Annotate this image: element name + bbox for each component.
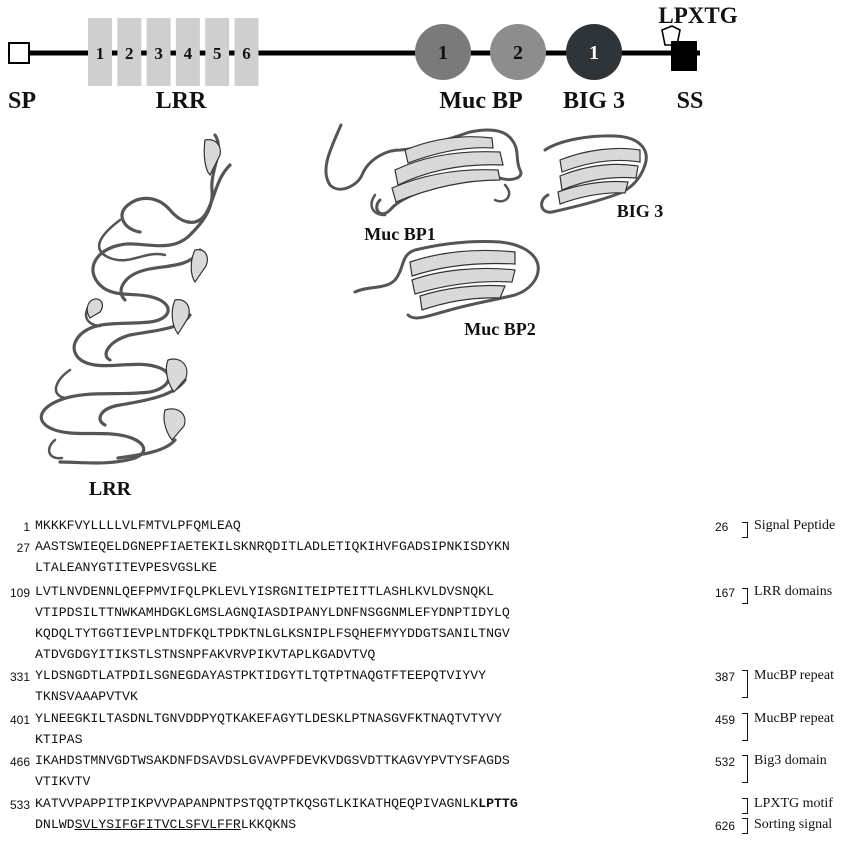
lrr-repeat-box [175, 18, 200, 86]
bracket [742, 755, 748, 783]
big3-structure [540, 134, 648, 214]
lpxtg-shape [661, 25, 681, 46]
lrr-structure-label: LRR [89, 478, 132, 500]
annotation-big3-domain: Big3 domain [754, 753, 827, 768]
seq-line: VTIPDSILTTNWKAMHDGKLGMSLAGNQIASDIPANYLDN… [35, 605, 510, 620]
sorting-signal-seq: SVLYSIFGFITVCLSFVLFFR [74, 817, 241, 832]
seq-segment: DNLWD [35, 817, 75, 832]
lrr-repeat-box [234, 18, 259, 86]
seq-segment: LKKQKNS [240, 817, 297, 832]
bracket [742, 818, 748, 834]
seq-line: MKKKFVYLLLLVLFMTVLPFQMLEAQ [35, 518, 241, 533]
mucbp2-structure-label: Muc BP2 [464, 319, 536, 339]
seq-line: YLDSNGDTLATPDILSGNEGDAYASTPKTIDGYTLTQTPT… [35, 668, 487, 683]
lrr-structure [39, 133, 232, 465]
bracket [742, 522, 748, 538]
annotation-lrr-domains: LRR domains [754, 584, 833, 599]
mucbp1-structure [324, 123, 523, 217]
lrr-repeat-box [146, 18, 171, 86]
seq-line: LTALEANYGTITEVPESVGSLKE [35, 560, 218, 575]
bracket [742, 798, 748, 814]
seq-start-2: 27 [16, 541, 30, 555]
seq-end-6: 532 [715, 755, 736, 769]
seq-start-6: 466 [9, 755, 30, 769]
lrr-repeat-number: 3 [154, 44, 163, 63]
seq-start-3: 109 [9, 586, 30, 600]
mucbp1-circle [415, 24, 471, 80]
seq-end-1: 26 [715, 520, 729, 534]
seq-line: TKNSVAAAPVTVK [35, 689, 138, 704]
lpxtg-label: LPXTG [658, 3, 737, 28]
mucbp1-structure-label: Muc BP1 [364, 224, 436, 244]
bracket [742, 670, 748, 698]
lpxtg-motif-seq: LPTTG [478, 796, 518, 811]
seq-end-4: 387 [715, 670, 736, 684]
seq-line: VTIKVTV [35, 774, 91, 789]
muc-bp-label: Muc BP [439, 88, 522, 114]
seq-line: IKAHDSTMNVGDTWSAKDNFDSAVDSLGVAVPFDEVKVDG… [35, 753, 510, 768]
annotation-mucbp-repeat-1: MucBP repeat [754, 668, 834, 683]
seq-line-sorting: DNLWDSVLYSIFGFITVCLSFVLFFRLKKQKNS [35, 817, 851, 832]
seq-start-1: 1 [23, 520, 30, 534]
seq-line: ATDVGDGYITIKSTLSTNSNPFAKVRVPIKVTAPLKGADV… [35, 647, 376, 662]
bracket [742, 713, 748, 741]
seq-line: KTIPAS [35, 732, 83, 747]
big3-label: BIG 3 [563, 88, 625, 114]
seq-line: LVTLNVDENNLQEFPMVIFQLPKLEVLYISRGNITEIPTE… [35, 584, 494, 599]
domain-diagram: 1 2 3 4 5 6 1 2 1 SP LRR Muc BP BIG 3 SS LPXT… [8, 3, 738, 500]
seq-line: KQDQLTYTGGTIEVPLNTDFKQLTPDKTNLGLKSNIPLFS… [35, 626, 510, 641]
big3-structure-label: BIG 3 [617, 201, 664, 221]
ss-label: SS [677, 88, 704, 114]
seq-end-3: 167 [715, 586, 736, 600]
mucbp2-structure [353, 239, 540, 320]
seq-start-4: 331 [9, 670, 30, 684]
lrr-repeat-number: 5 [213, 44, 222, 63]
signal-peptide-box [8, 42, 30, 64]
mucbp2-number: 2 [513, 42, 523, 64]
seq-start-7: 533 [9, 798, 30, 812]
lrr-repeat-number: 6 [242, 44, 251, 63]
lrr-repeat-boxes: 1 2 3 4 5 6 [88, 18, 259, 86]
lrr-repeat-box [88, 18, 112, 86]
seq-end-5: 459 [715, 713, 736, 727]
lrr-repeat-number: 4 [184, 44, 193, 63]
annotation-mucbp-repeat-2: MucBP repeat [754, 711, 834, 726]
seq-end-7: 626 [715, 819, 736, 833]
seq-start-5: 401 [9, 713, 30, 727]
big3-number: 1 [589, 42, 599, 64]
annotation-lpxtg-motif: LPXTG motif [754, 796, 833, 811]
lrr-repeat-number: 1 [96, 44, 105, 63]
seq-line-lpxtg: KATVVPAPPITPIKPVVPAPANPNTPSTQQTPTKQSGTLK… [35, 796, 851, 811]
seq-line: YLNEEGKILTASDNLTGNVDDPYQTKAKEFAGYTLDESKL… [35, 711, 502, 726]
sp-label: SP [8, 88, 36, 114]
mucbp1-number: 1 [438, 42, 448, 64]
lrr-repeat-box [117, 18, 142, 86]
bracket [742, 588, 748, 604]
annotation-signal-peptide: Signal Peptide [754, 518, 836, 533]
mucbp2-circle [490, 24, 546, 80]
lrr-label: LRR [156, 88, 207, 114]
seq-line: AASTSWIEQELDGNEPFIAETEKILSKNRQDITLADLETI… [35, 539, 510, 554]
lrr-repeat-box [205, 18, 230, 86]
sorting-signal-box [671, 41, 697, 71]
big3-circle [566, 24, 622, 80]
seq-segment: KATVVPAPPITPIKPVVPAPANPNTPSTQQTPTKQSGTLK… [35, 796, 479, 811]
annotation-sorting-signal: Sorting signal [754, 817, 833, 832]
lrr-repeat-number: 2 [125, 44, 134, 63]
